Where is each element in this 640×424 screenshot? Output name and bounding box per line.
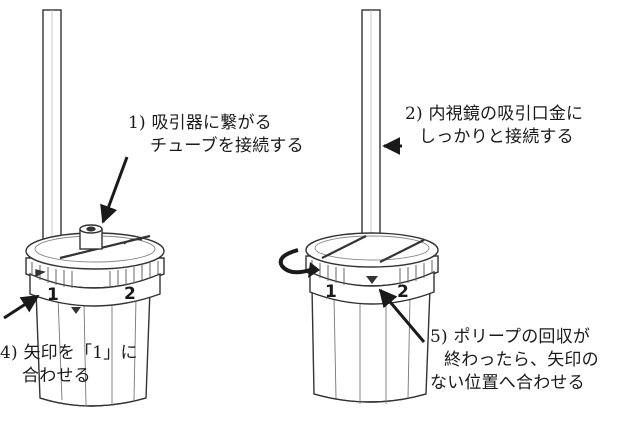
label-step-5: 5) ポリープの回収が 終わったら、矢印の ない位置へ合わせる [430,326,599,395]
label-step-4: 4) 矢印を「1」に 合わせる [0,342,138,388]
right-dial-1: 1 [325,282,337,302]
label-step-4-line1: 4) 矢印を「1」に [0,343,138,363]
right-device [305,9,439,404]
label-step-1-line2: チューブを接続する [150,136,304,156]
label-step-4-line2: 合わせる [22,366,91,386]
left-dial-1: 1 [47,285,59,305]
label-step-2: 2) 内視鏡の吸引口金に しっかりと接続する [405,103,583,149]
left-dial-2: 2 [124,284,136,304]
right-lid [305,232,439,268]
right-dial-2: 2 [397,282,409,302]
label-step-1-line1: 1) 吸引器に繋がる [128,113,272,133]
left-device [25,9,165,407]
label-step-2-line2: しっかりと接続する [419,127,574,147]
label-step-5-line2: 終わったら、矢印の [444,350,599,370]
label-step-5-line1: 5) ポリープの回収が [430,327,591,347]
arrow-icon [378,137,426,343]
label-step-5-line3: ない位置へ合わせる [430,373,585,393]
label-step-2-line1: 2) 内視鏡の吸引口金に [405,104,584,124]
right-dial-band [309,270,435,305]
arrow-icon [3,156,129,320]
rotate-arrow-icon [278,248,320,278]
right-cup [311,287,431,403]
label-step-1: 1) 吸引器に繋がる チューブを接続する [128,112,304,158]
